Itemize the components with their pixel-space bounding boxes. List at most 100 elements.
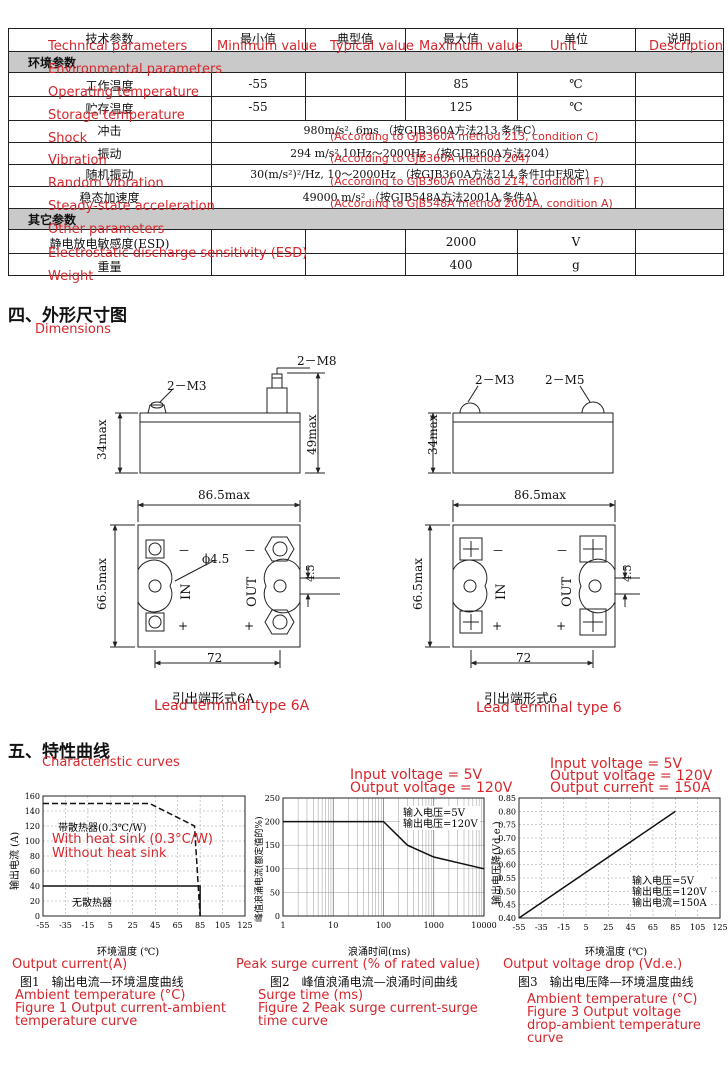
right-72: 72 [516, 651, 531, 665]
fig2-note1-en: Input voltage = 5V [350, 767, 483, 783]
x-tick-label: -15 [557, 923, 570, 932]
row-span-en: (According to GJB360A method 204) [330, 152, 530, 165]
fig3-note2-en: Output voltage = 120V [550, 768, 713, 784]
x-tick-label: 85 [670, 923, 680, 932]
table-vline [517, 229, 518, 275]
x-tick-label: 65 [648, 923, 658, 932]
row-name: 静电放电敏感度(ESD) [49, 237, 170, 251]
y-tick-label: 20 [30, 897, 40, 906]
top-view-6a [137, 524, 301, 648]
plot-frame [282, 797, 485, 917]
header-typ-en: Typical value [330, 39, 414, 54]
table-border-bottom [8, 275, 724, 276]
row-span-value: 980m/s², 6ms （按GJB360A方法213,条件C） [303, 124, 543, 137]
y-tick-label: 0.60 [498, 861, 516, 870]
fig2-note2-en: Output voltage = 120V [350, 780, 513, 796]
right-m3-label: 2－M3 [475, 373, 515, 387]
fig3-caption-en-block: Ambient temperature (°C) Figure 3 Output… [527, 993, 717, 1045]
header-param-en: Technical parameters [48, 39, 188, 54]
fig3-note-box [630, 873, 710, 909]
header-desc-en: Description [649, 39, 724, 54]
other-section-title: 其它参数 [28, 213, 77, 227]
fig2-xlabel-en: Surge time (ms) [258, 988, 364, 1003]
fig2-caption: 图2 峰值浪涌电流—浪涌时间曲线 [270, 975, 458, 989]
env-section-title-en: Environmental parameters [48, 62, 223, 77]
x-tick-label: 25 [603, 923, 613, 932]
y-tick-label: 0.85 [498, 794, 516, 803]
y-tick-label: 250 [265, 794, 280, 803]
table-line [8, 51, 724, 52]
table-vline [517, 28, 518, 51]
table-line [8, 186, 724, 187]
x-tick-label: 10 [328, 921, 338, 930]
table-vline [8, 28, 9, 275]
fig1-caption-en-block: Ambient temperature (°C) Figure 1 Output… [15, 989, 230, 1028]
left-minus-in: － [178, 544, 190, 558]
series-line-1 [43, 802, 201, 917]
y-tick-label: 80 [30, 852, 40, 861]
right-86max: 86.5max [514, 488, 566, 502]
right-minus-out: － [556, 544, 568, 558]
table-vline [635, 28, 636, 51]
fig2-top-notes-en: Input voltage = 5V Output voltage = 120V [350, 767, 513, 796]
caption-6a: 引出端形式6A [172, 692, 255, 707]
row-max: 400 [449, 258, 473, 272]
y-tick-label: 0.45 [498, 901, 516, 910]
header-min-en: Minimum value [217, 39, 317, 54]
fig1-label-sink: 带散热器(0.3℃/W) [58, 821, 147, 834]
fig2-ylabel-en: Peak surge current (% of rated value) [236, 957, 481, 972]
y-tick-label: 100 [265, 865, 280, 874]
row-name-en: Vibration [48, 153, 107, 168]
y-tick-label: 0.80 [498, 807, 516, 816]
left-in-label: IN [179, 583, 194, 600]
y-tick-label: 120 [25, 822, 40, 831]
env-section-band [8, 51, 724, 72]
table-vline [723, 28, 724, 275]
row-name: 振动 [97, 147, 122, 161]
row-name: 重量 [97, 260, 122, 274]
fig3-note2: 输出电压=120V [632, 885, 707, 898]
y-tick-label: 0.50 [498, 887, 516, 896]
top-view-6 [452, 524, 616, 648]
row-min: -55 [248, 100, 268, 114]
x-tick-label: 1000 [424, 921, 444, 930]
table-vline [305, 72, 306, 120]
y-tick-label: 0.40 [498, 914, 516, 923]
left-66max: 66.5max [95, 558, 109, 610]
left-plus-in: + [178, 619, 188, 633]
x-tick-label: -55 [513, 923, 526, 932]
x-tick-label: 100 [376, 921, 391, 930]
table-line [8, 253, 724, 254]
left-minus-out: － [244, 544, 256, 558]
x-tick-label: 85 [195, 921, 205, 930]
fig2-note-box [400, 806, 480, 830]
side-view-6 [452, 412, 614, 474]
row-name-en: Storage temperature [48, 108, 185, 123]
y-tick-label: 150 [265, 841, 280, 850]
table-vline [635, 120, 636, 208]
right-minus-in: － [492, 544, 504, 558]
fig3-xlabel-en: Ambient temperature (°C) [527, 992, 698, 1007]
header-unit-en: Unit [550, 39, 577, 54]
row-max: 2000 [445, 235, 477, 249]
y-tick-label: 100 [25, 837, 40, 846]
y-tick-label: 140 [25, 807, 40, 816]
row-max: 125 [449, 100, 473, 114]
fig3-note1: 输入电压=5V [632, 874, 695, 887]
other-section-band [8, 208, 724, 229]
row-min: -55 [248, 77, 268, 91]
x-tick-label: 65 [173, 921, 183, 930]
right-plus-out: + [556, 619, 566, 633]
row-span-value: 49000 m/s² （按GJB548A方法2001A,条件A） [302, 191, 544, 204]
left-plus-out: + [244, 619, 254, 633]
table-vline [305, 229, 306, 275]
table-line [8, 96, 724, 97]
fig3-xlabel: 环境温度 (℃) [585, 945, 647, 958]
series-line-2 [43, 885, 201, 916]
x-tick-label: -35 [59, 921, 72, 930]
fig1-label-nosink: 无散热器 [72, 896, 112, 909]
table-line [8, 72, 724, 73]
y-tick-label: 60 [30, 867, 40, 876]
table-line [8, 120, 724, 121]
y-tick-label: 0 [275, 912, 280, 921]
